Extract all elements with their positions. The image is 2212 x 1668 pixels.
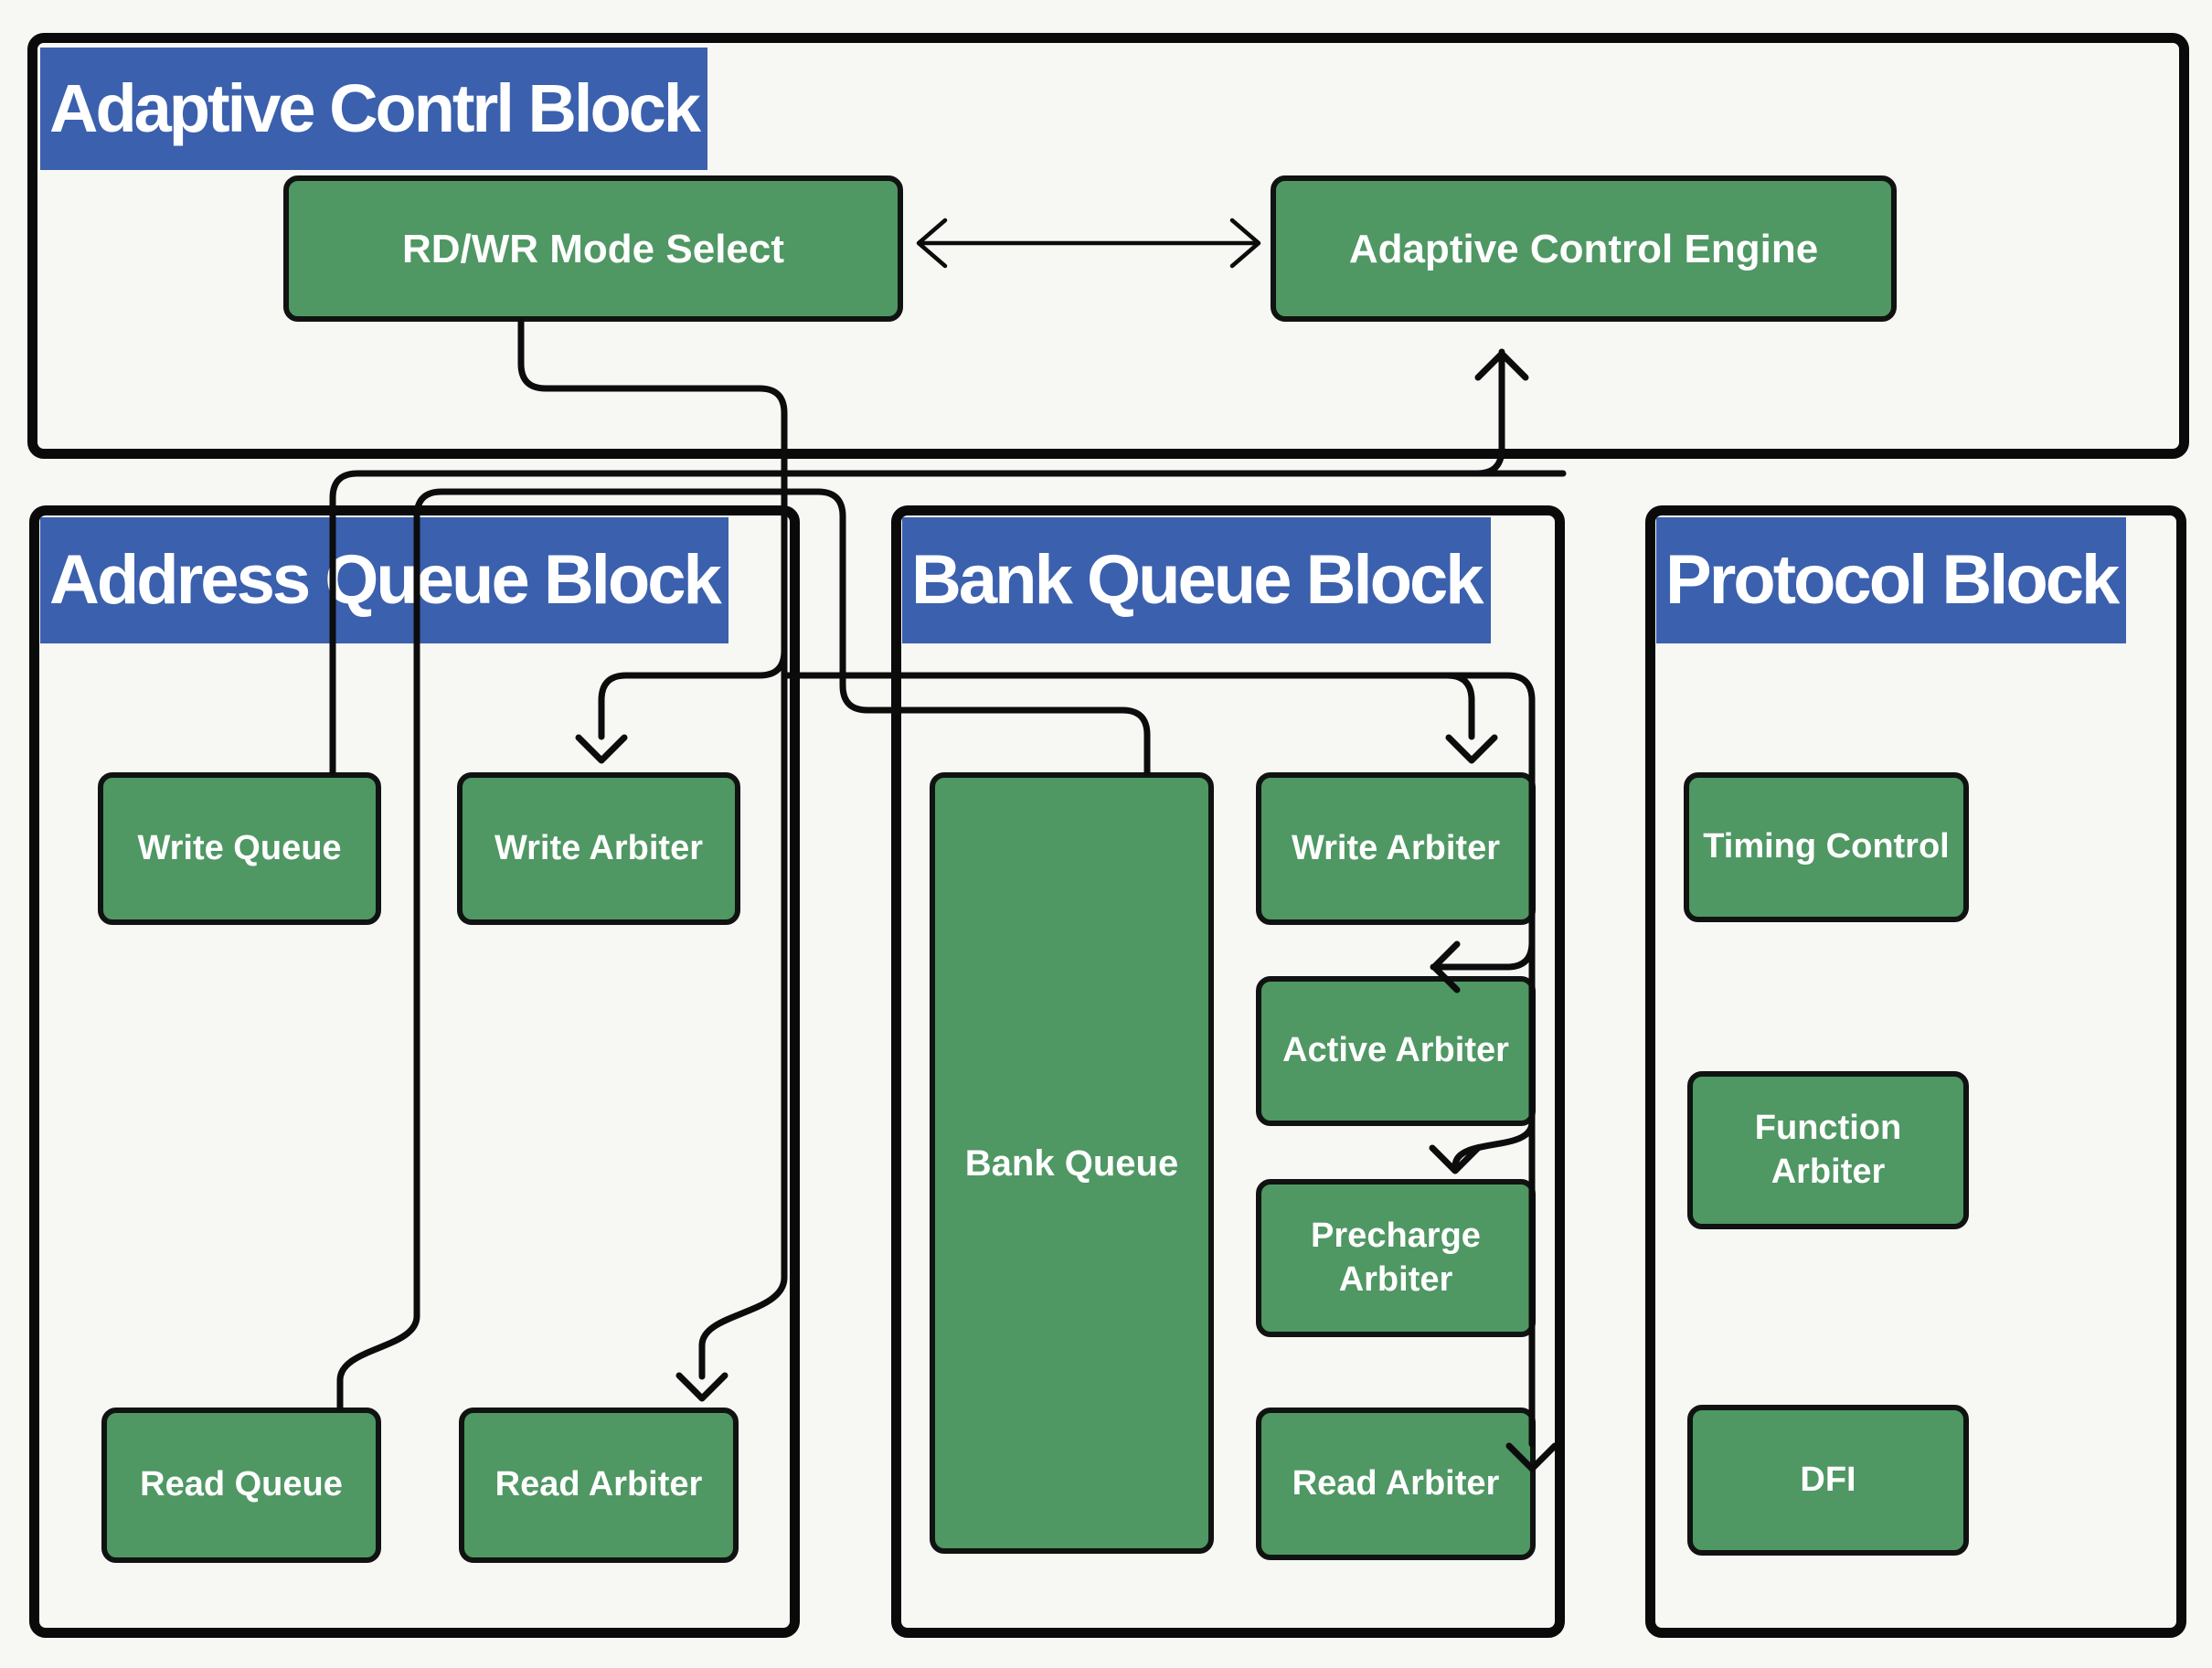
bank-write-arbiter-box: Write Arbiter xyxy=(1256,772,1536,925)
bank-block-title: Bank Queue Block xyxy=(902,517,1491,643)
bank-read-arbiter-box: Read Arbiter xyxy=(1256,1408,1536,1560)
protocol-block-title: Protocol Block xyxy=(1656,517,2127,643)
rdwr-mode-select-box: RD/WR Mode Select xyxy=(283,175,903,322)
address-read-arbiter-box: Read Arbiter xyxy=(459,1408,739,1563)
bank-queue-box: Bank Queue xyxy=(930,772,1214,1554)
read-queue-box: Read Queue xyxy=(101,1408,381,1563)
adaptive-control-engine-box: Adaptive Control Engine xyxy=(1271,175,1897,322)
protocol-block xyxy=(1645,505,2186,1638)
timing-control-box: Timing Control xyxy=(1684,772,1969,922)
address-block-title: Address Queue Block xyxy=(40,517,728,643)
active-arbiter-box: Active Arbiter xyxy=(1256,976,1536,1126)
adaptive-control-block xyxy=(27,33,2189,459)
function-arbiter-box: Function Arbiter xyxy=(1687,1071,1969,1229)
write-queue-box: Write Queue xyxy=(98,772,381,925)
dfi-box: DFI xyxy=(1687,1405,1969,1556)
precharge-arbiter-box: Precharge Arbiter xyxy=(1256,1179,1536,1337)
address-write-arbiter-box: Write Arbiter xyxy=(457,772,740,925)
adaptive-block-title: Adaptive Contrl Block xyxy=(40,48,707,170)
